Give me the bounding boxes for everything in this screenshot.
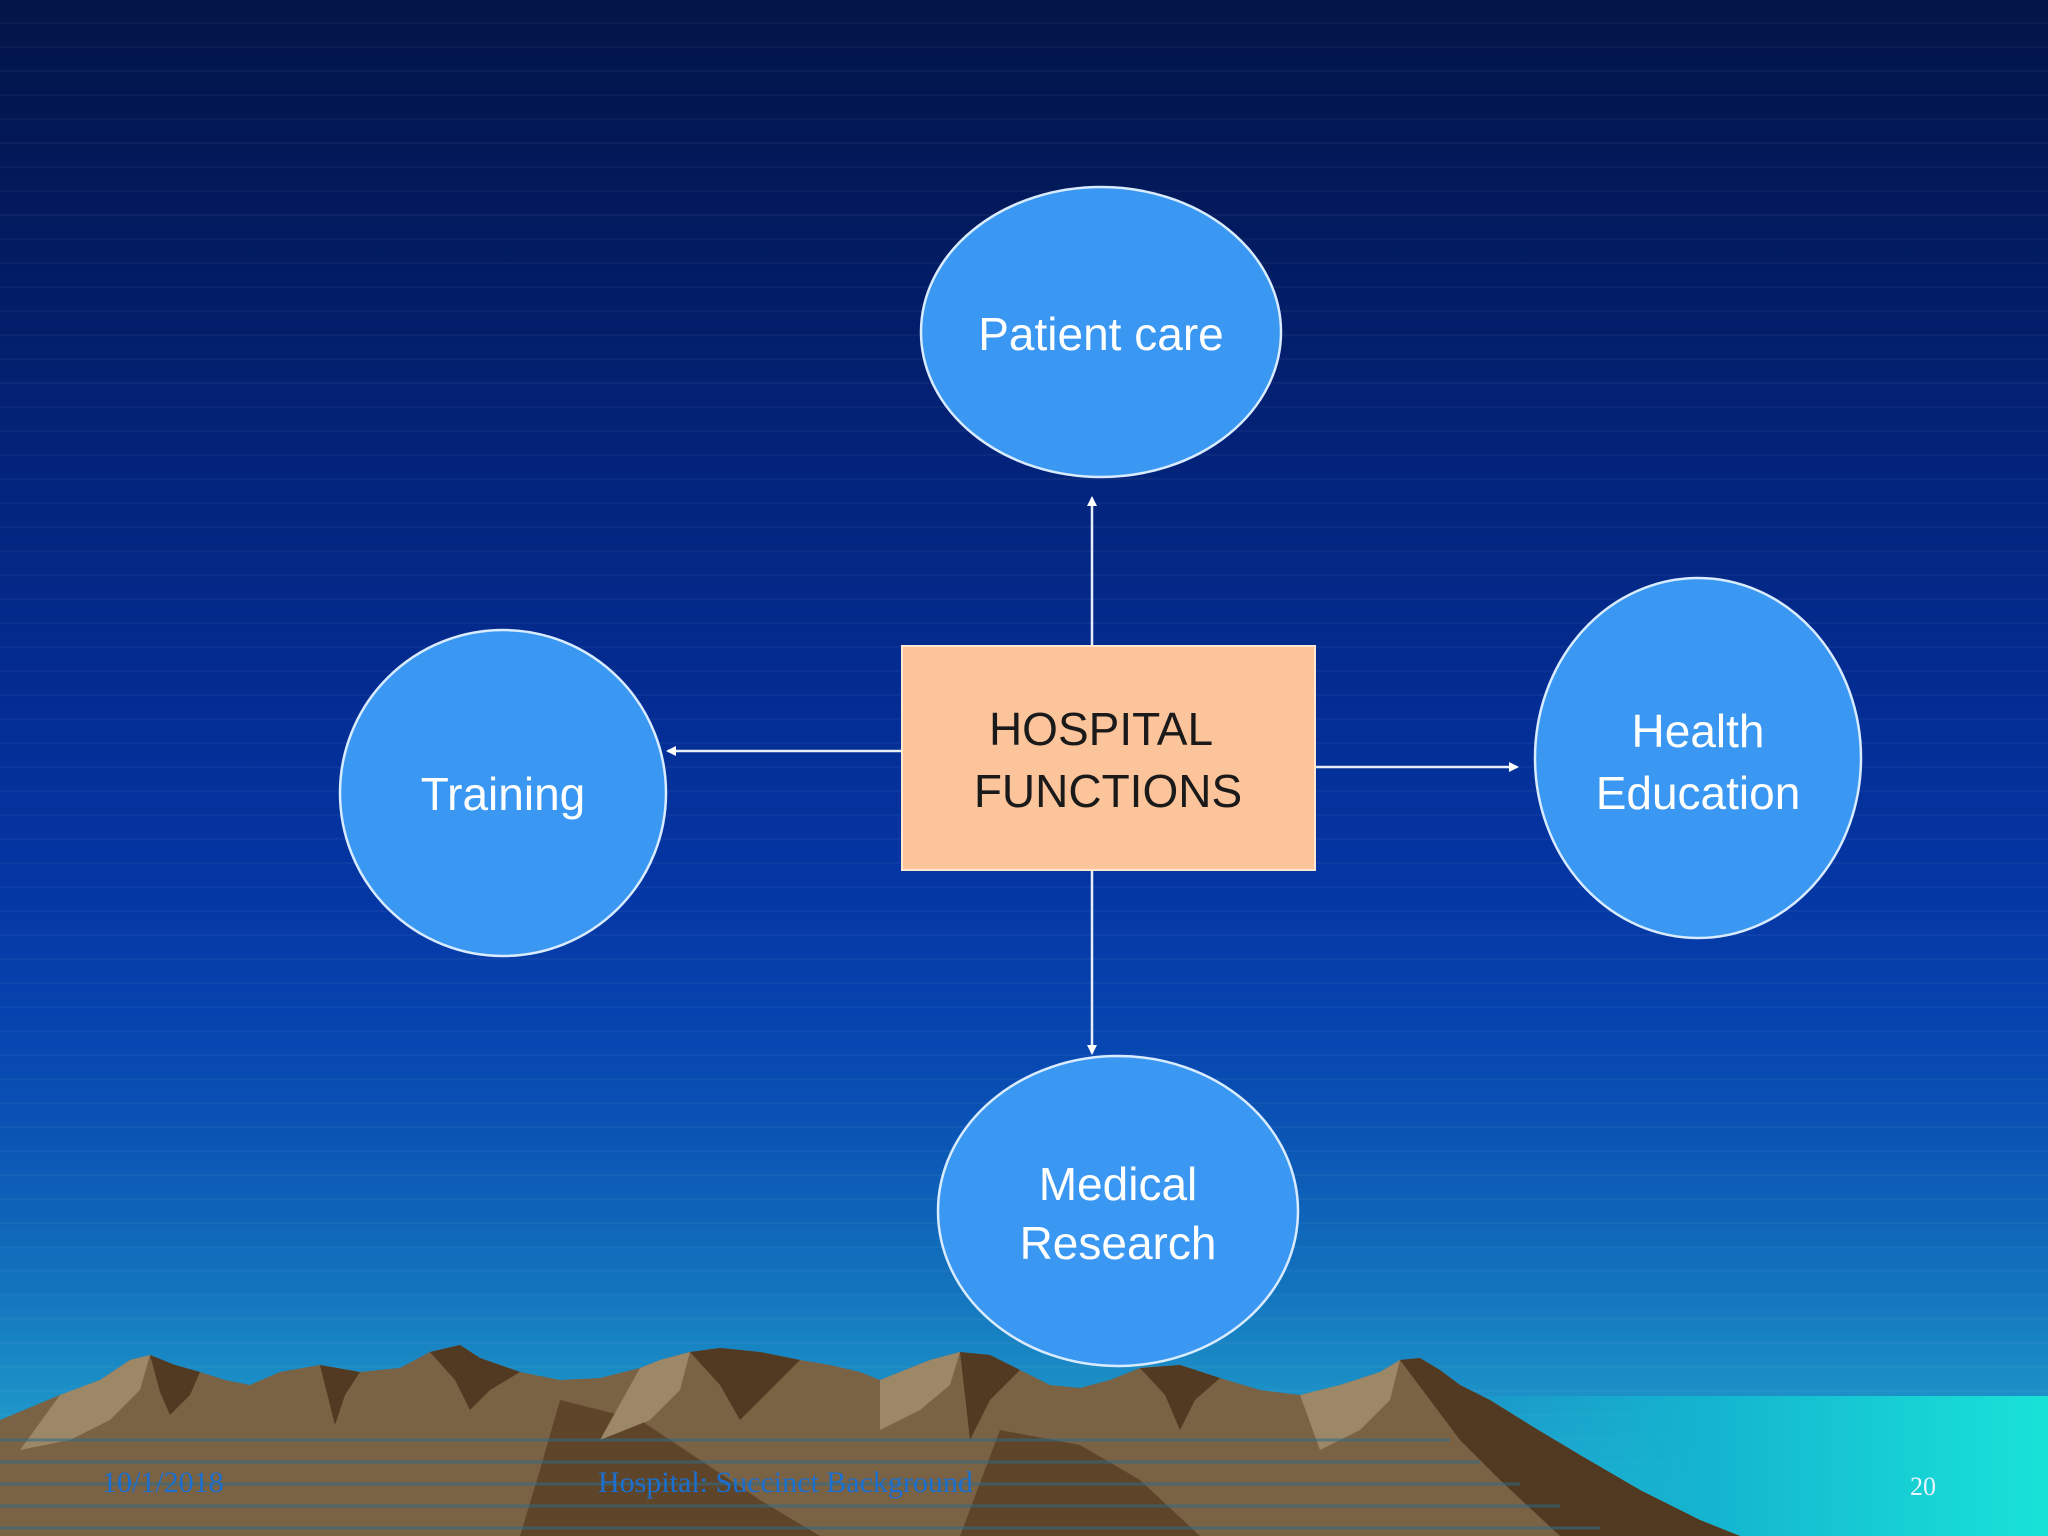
node-medical-research: Medical Research [936, 1054, 1300, 1368]
node-training-label: Training [421, 768, 585, 820]
node-health-education-line2: Education [1596, 767, 1801, 819]
center-box: HOSPITAL FUNCTIONS [901, 645, 1316, 871]
node-medical-research-line2: Research [1020, 1217, 1217, 1269]
node-medical-research-line1: Medical [1039, 1158, 1198, 1210]
center-label-line1: HOSPITAL [989, 703, 1213, 755]
node-health-education: Health Education [1533, 576, 1863, 940]
node-training: Training [338, 628, 668, 958]
footer-title: Hospital: Succinct Background [598, 1466, 973, 1499]
footer-date: 10/1/2018 [102, 1466, 224, 1499]
node-patient-care: Patient care [919, 185, 1283, 479]
page-number: 20 [1910, 1472, 1936, 1501]
center-label-line2: FUNCTIONS [974, 765, 1242, 817]
node-health-education-line1: Health [1632, 705, 1765, 757]
node-patient-care-label: Patient care [978, 308, 1223, 360]
